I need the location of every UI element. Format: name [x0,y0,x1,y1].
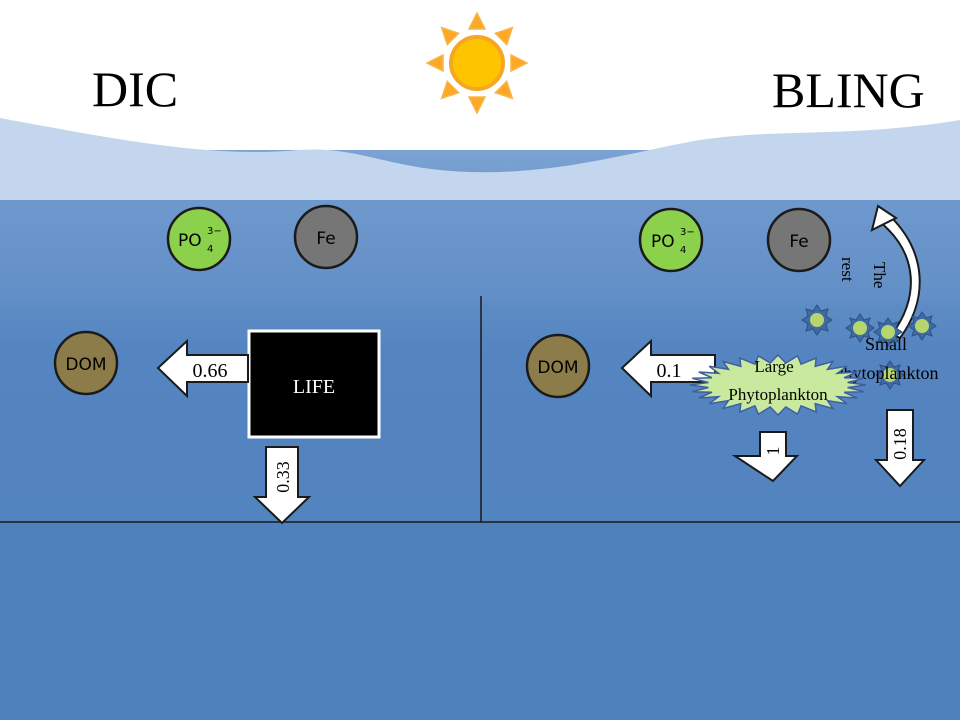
recycle-curved-arrow [870,204,921,340]
svg-text:Fe: Fe [316,229,335,249]
bling-dom-node: DOM [525,333,591,399]
life-box: LIFE [247,329,381,439]
bling-title: BLING [772,62,925,118]
dic-dom-flux-value: 0.66 [193,360,228,382]
small-phyto-label-line1: Small [865,334,907,354]
dic-dom-node: DOM [53,330,119,396]
small-phyto-export-arrow: 0.18 [873,409,927,488]
bling-dom-flux-value: 0.1 [657,360,682,382]
small-phytoplankton-cluster [801,304,937,390]
the-rest-line2: rest [838,257,857,282]
large-phyto-export-value: 1 [763,447,783,456]
surface-gradient [0,200,960,300]
svg-text:4: 4 [207,244,213,255]
dic-fe-node: Fe [293,204,359,270]
large-phytoplankton [689,353,867,417]
large-phyto-label-line1: Large [754,357,793,376]
svg-text:LIFE: LIFE [293,376,335,398]
ocean-wave [0,118,960,200]
the-rest-line1: The [870,262,889,288]
large-phyto-label-line2: Phytoplankton [728,385,828,404]
svg-text:DOM: DOM [537,358,578,378]
deep-ocean [0,522,960,720]
bling-po4-node: PO 3− 4 [638,207,704,273]
svg-text:PO: PO [178,231,202,251]
dic-title: DIC [92,61,178,117]
svg-text:3−: 3− [680,227,695,238]
bling-fe-node: Fe [766,207,832,273]
large-phyto-export-arrow: 1 [731,431,800,483]
svg-text:PO: PO [651,232,675,252]
dic-export-flux-arrow: 0.33 [252,446,312,525]
svg-text:DOM: DOM [65,355,106,375]
svg-text:3−: 3− [207,226,222,237]
svg-text:4: 4 [680,245,686,256]
dic-export-flux-value: 0.33 [273,461,293,493]
dic-dom-flux-arrow: 0.66 [156,338,249,399]
small-phyto-export-value: 0.18 [890,428,910,460]
dic-po4-node: PO 3− 4 [166,206,232,272]
sun-icon [425,11,529,115]
svg-text:Fe: Fe [789,232,808,252]
small-phyto-label-line2: Phytoplankton [833,363,938,383]
